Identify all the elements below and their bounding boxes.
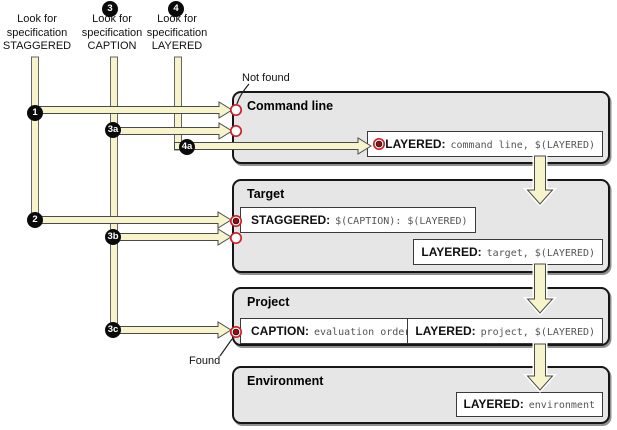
- not-found-annotation: Not found: [242, 72, 290, 84]
- arrow-step1-commandline-icon: [31, 101, 233, 119]
- badge-step-3b: 3b: [105, 229, 121, 245]
- badge-step-4: 4: [168, 1, 184, 17]
- lookup-label-staggered: Look for specification STAGGERED: [0, 13, 87, 54]
- spec-keyword: LAYERED:: [463, 397, 524, 411]
- spec-keyword: STAGGERED:: [251, 213, 331, 227]
- spec-layered-target: LAYERED: target, $(LAYERED): [413, 239, 603, 265]
- spec-keyword: LAYERED:: [415, 324, 476, 338]
- arrow-step2-target-icon: [31, 211, 232, 229]
- arrow-step3b-target-icon: [110, 228, 232, 246]
- label-line: Look for: [17, 13, 57, 25]
- spec-value: environment: [528, 400, 595, 411]
- label-line: Look for: [157, 13, 197, 25]
- spec-value: evaluation order: [314, 327, 411, 338]
- arrow-step3c-project-icon: [110, 321, 232, 339]
- scope-title-target: Target: [247, 187, 285, 201]
- badge-step-3a: 3a: [105, 122, 121, 138]
- label-line: specification: [81, 26, 143, 39]
- spec-keyword: CAPTION:: [251, 324, 309, 338]
- lookup-label-layered: Look for specification LAYERED: [127, 13, 227, 54]
- lookup-label-caption: Look for specification CAPTION: [62, 13, 162, 54]
- spec-staggered-target: STAGGERED: $(CAPTION): $(LAYERED): [240, 207, 476, 233]
- spec-layered-command-line: LAYERED: command line, $(LAYERED): [367, 131, 603, 157]
- label-line: Look for: [92, 13, 132, 25]
- found-pointer-line: [219, 338, 233, 357]
- lookup-bar-caption: [110, 56, 118, 334]
- found-annotation: Found: [189, 355, 221, 367]
- scope-title-project: Project: [247, 295, 290, 309]
- spec-value: $(CAPTION): $(LAYERED): [335, 216, 468, 227]
- spec-keyword: LAYERED:: [385, 137, 446, 151]
- lookup-bar-layered: [174, 56, 182, 151]
- badge-step-4a: 4a: [179, 139, 195, 155]
- label-line: STAGGERED: [2, 40, 72, 52]
- label-line: CAPTION: [87, 40, 137, 52]
- scope-title-command-line: Command line: [247, 99, 334, 113]
- lookup-bar-staggered: [31, 56, 39, 224]
- spec-value: command line, $(LAYERED): [450, 140, 596, 151]
- spec-value: project, $(LAYERED): [480, 327, 595, 338]
- badge-step-3: 3: [102, 1, 118, 17]
- badge-step-1: 1: [27, 105, 43, 121]
- scope-title-environment: Environment: [247, 374, 324, 388]
- spec-layered-project: LAYERED: project, $(LAYERED): [407, 318, 603, 344]
- spec-caption-project: CAPTION: evaluation order: [240, 318, 419, 344]
- arrow-step3a-commandline-icon: [110, 122, 233, 140]
- badge-step-3c: 3c: [105, 322, 121, 338]
- badge-step-2: 2: [27, 212, 43, 228]
- spec-keyword: LAYERED:: [421, 245, 482, 259]
- label-line: specification: [6, 26, 68, 39]
- spec-layered-environment: LAYERED: environment: [455, 392, 603, 417]
- label-line: LAYERED: [151, 40, 203, 52]
- spec-value: target, $(LAYERED): [486, 248, 595, 259]
- label-line: specification: [146, 26, 208, 39]
